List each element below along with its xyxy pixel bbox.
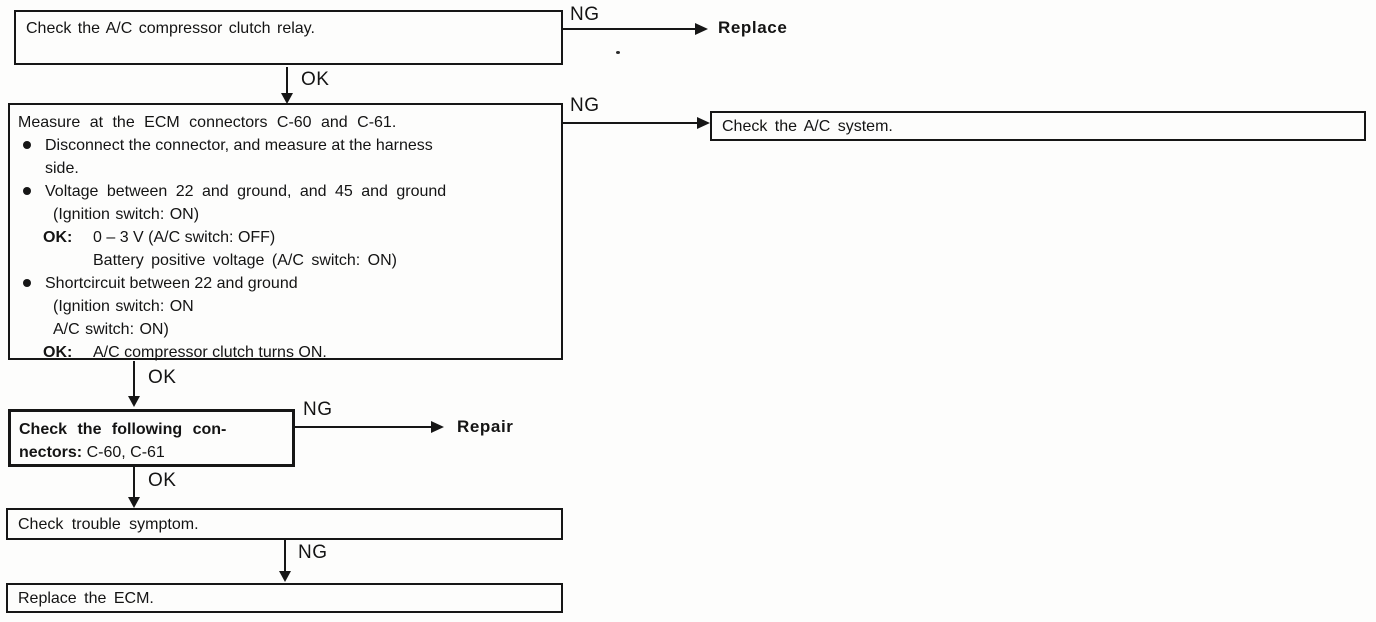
ok-result-text: 0 – 3 V (A/C switch: OFF) [93,229,276,246]
ok-result-label: OK: [43,344,73,361]
arrow-ok-3-head [128,497,140,508]
arrow-ng-repair-head [431,421,444,433]
ok-result-label: OK: [43,229,73,246]
label-ok-1: OK [301,69,330,90]
arrow-ok-3-line [133,467,135,498]
terminal-replace: Replace [718,18,788,37]
check-connectors-line2-bold: nectors: [19,444,83,461]
condition-text: A/C switch: ON) [53,321,169,338]
label-ng-4: NG [298,542,328,563]
terminal-repair: Repair [457,417,514,436]
arrow-ng-replace-line [563,28,696,30]
step-box-measure-ecm: Measure at the ECM connectors C-60 and C… [8,103,563,361]
step-box-replace-ecm: Replace the ECM. [6,583,563,613]
arrow-ng-4-line [284,540,286,572]
arrow-ok-1-line [286,67,288,94]
arrow-ng-replace-head [695,23,708,35]
condition-text: (Ignition switch: ON [53,298,194,315]
arrow-ng-repair-line [295,426,432,428]
result-box-check-ac-system-text: Check the A/C system. [722,118,893,135]
step-box-check-trouble-symptom-text: Check trouble symptom. [18,516,199,533]
label-ng-ac: NG [570,95,600,116]
step-box-check-trouble-symptom: Check trouble symptom. [6,508,563,540]
arrow-ok-1-head [281,93,293,104]
arrow-ok-2-line [133,361,135,397]
ok-result-line: OK: A/C compressor clutch turns ON. [10,341,561,364]
step-box-replace-ecm-text: Replace the ECM. [18,590,154,607]
label-ok-3: OK [148,470,177,491]
step-box-check-relay-text: Check the A/C compressor clutch relay. [26,20,315,37]
arrow-ng-ac-line [563,122,699,124]
label-ok-2: OK [148,367,177,388]
bullet-icon: • [23,141,31,149]
scan-speck [616,51,620,54]
check-connectors-line1: Check the following con- [19,421,227,438]
measure-title: Measure at the ECM connectors C-60 and C… [18,114,397,131]
bullet-icon: • [23,187,31,195]
arrow-ng-4-head [279,571,291,582]
step-box-check-connectors: Check the following con- nectors: C-60, … [8,409,295,467]
bullet-item: • Shortcircuit between 22 and ground [10,272,561,295]
label-ng-repair: NG [303,399,333,420]
arrow-ng-ac-head [697,117,710,129]
ok-result-line: OK: 0 – 3 V (A/C switch: OFF) [10,226,561,249]
step-box-check-relay: Check the A/C compressor clutch relay. [14,10,563,65]
bullet-text: Disconnect the connector, and measure at… [45,137,433,154]
bullet-icon: • [23,279,31,287]
bullet-item: • Disconnect the connector, and measure … [10,134,561,157]
bullet-item: • Voltage between 22 and ground, and 45 … [10,180,561,203]
arrow-ok-2-head [128,396,140,407]
ok-result-text: A/C compressor clutch turns ON. [93,344,327,361]
check-connectors-line2-rest: C-60, C-61 [82,444,165,461]
check-connectors-line2: nectors: C-60, C-61 [19,441,292,464]
result-box-check-ac-system: Check the A/C system. [710,111,1366,141]
bullet-text: Shortcircuit between 22 and ground [45,275,298,292]
bullet-text-cont: side. [45,160,79,177]
bullet-text: Voltage between 22 and ground, and 45 an… [45,183,447,200]
ok-result-cont: Battery positive voltage (A/C switch: ON… [93,252,397,269]
label-ng-replace: NG [570,4,600,25]
condition-text: (Ignition switch: ON) [53,206,200,223]
